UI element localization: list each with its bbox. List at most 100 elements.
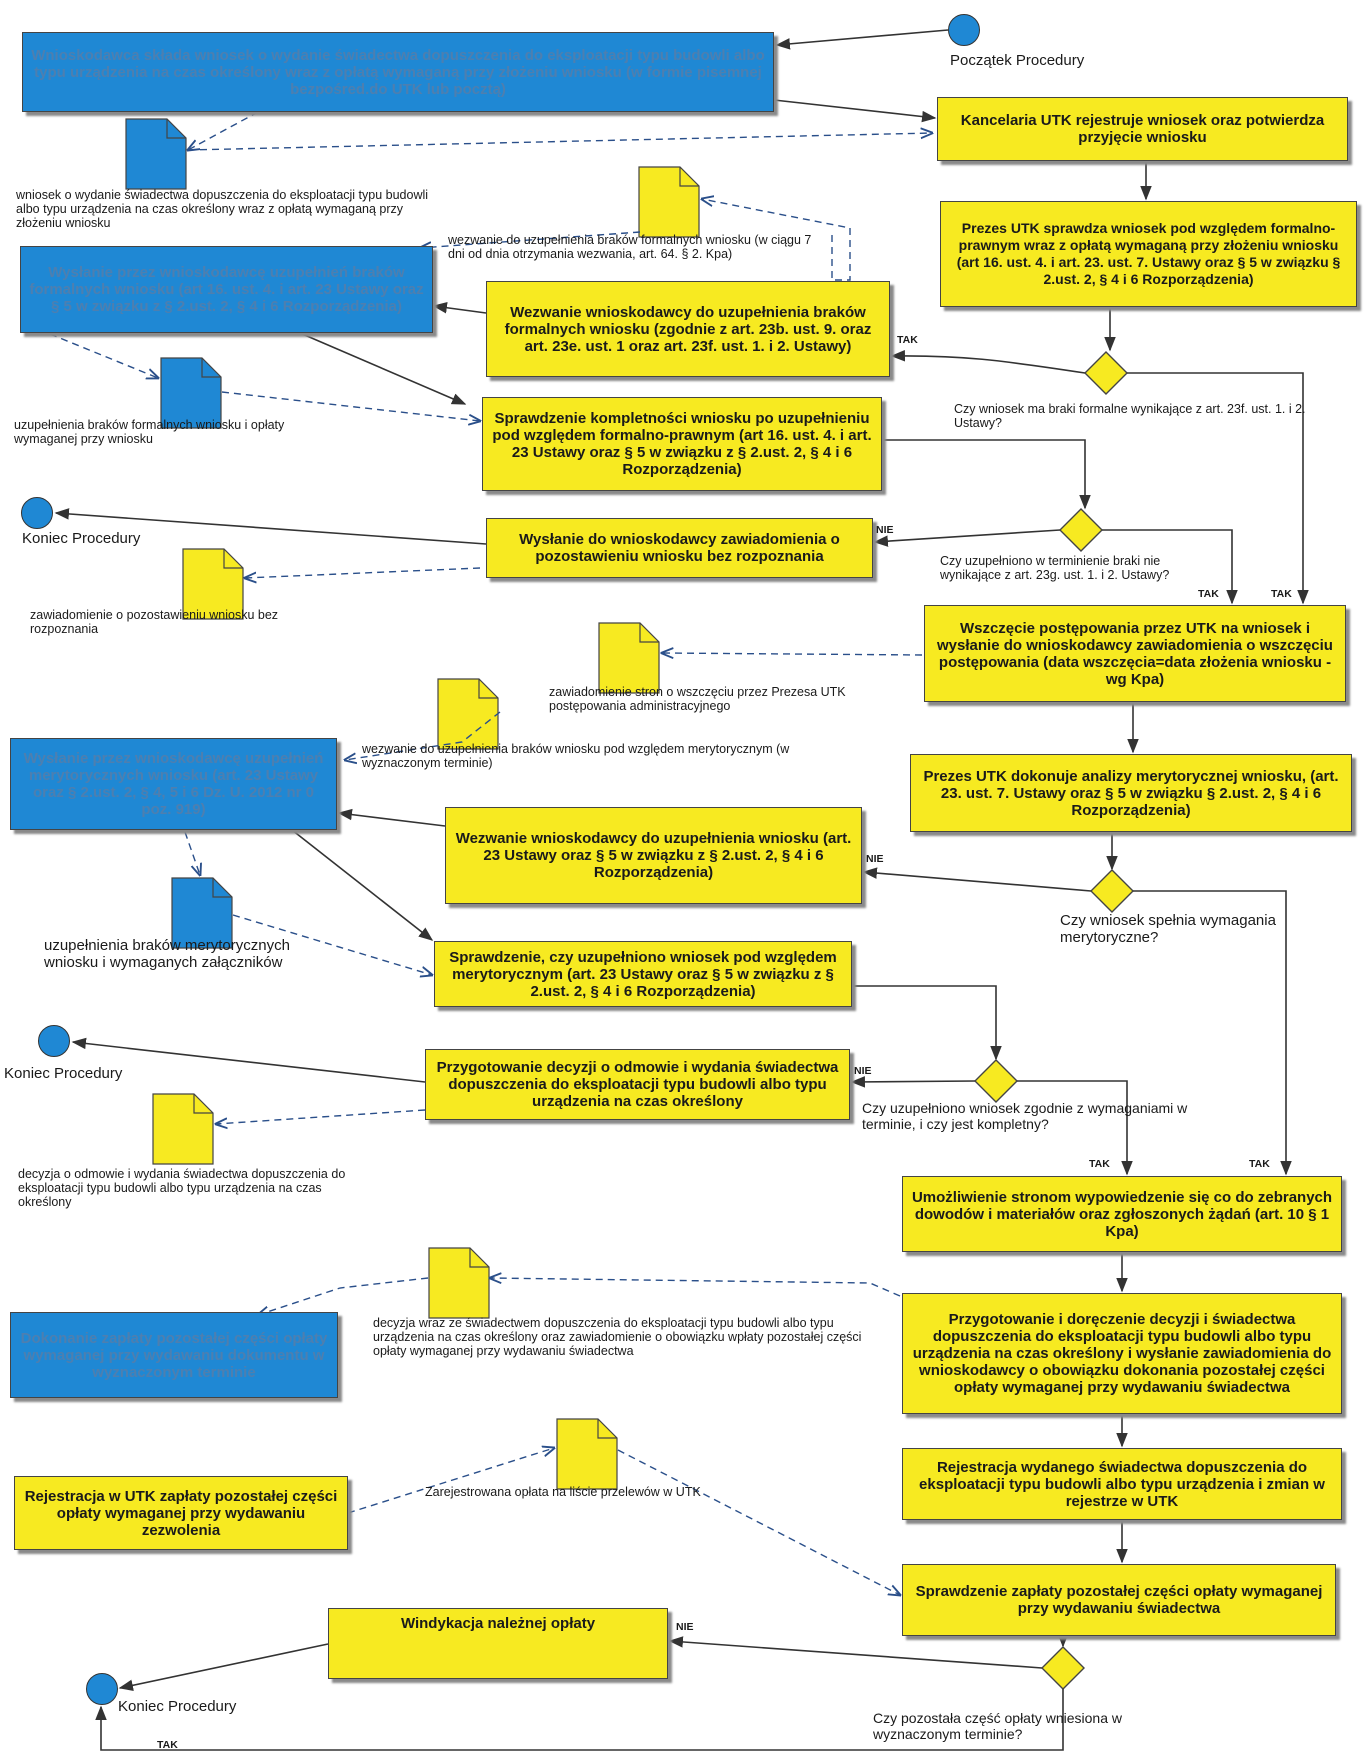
decision-text-supplemented-in-time: Czy uzupełniono w terminienie braki nie … xyxy=(940,554,1170,582)
document-flow-arrow xyxy=(188,111,259,150)
document-flow-arrow xyxy=(49,333,158,378)
decision-diamond xyxy=(1084,351,1128,395)
process-debt-collection: Windykacja należnej opłaty xyxy=(328,1608,668,1679)
process-formal-check: Prezes UTK sprawdza wniosek pod względem… xyxy=(940,201,1357,307)
process-call-supplement: Wezwanie wnioskodawcy do uzupełnienia wn… xyxy=(445,807,862,904)
flow-arrow xyxy=(1133,890,1292,1176)
document-flow-arrow xyxy=(221,391,480,421)
document-flow-arrow xyxy=(184,831,200,875)
flow-arrow xyxy=(852,985,1002,1061)
process-send-substantive-supplements: Wysłanie przez wnioskodawcę uzupełnień m… xyxy=(10,738,337,830)
start-label: Początek Procedury xyxy=(950,52,1085,69)
flow-arrow xyxy=(71,1037,426,1083)
edge-label-nie: NIE xyxy=(876,524,894,536)
document-flow-arrow xyxy=(345,711,501,760)
document-flow-arrow xyxy=(420,231,641,248)
document-icon xyxy=(437,678,499,750)
process-check-completeness: Sprawdzenie kompletności wniosku po uzup… xyxy=(482,397,882,491)
edge-label-tak: TAK xyxy=(157,1739,178,1751)
start-node xyxy=(948,14,980,46)
document-flow-arrow xyxy=(216,1109,426,1124)
doc-label-substantive-call: wezwanie do uzupełnienia braków wniosku … xyxy=(362,742,790,770)
doc-label-decision: decyzja wraz ze świadectwem dopuszczenia… xyxy=(373,1316,862,1358)
flow-arrow xyxy=(118,1643,329,1691)
decision-diamond xyxy=(1041,1646,1085,1690)
flow-arrow xyxy=(1102,529,1238,605)
decision-text-payment: Czy pozostała część opłaty wniesiona w w… xyxy=(873,1710,1123,1742)
process-check-supplement: Sprawdzenie, czy uzupełniono wniosek pod… xyxy=(434,941,852,1007)
doc-label-payment-list: Zarejestrowana opłata na liście przelewó… xyxy=(425,1485,701,1499)
document-flow-arrow xyxy=(245,567,481,578)
flow-arrow xyxy=(337,808,446,827)
document-icon xyxy=(428,1247,490,1319)
doc-label-initiation: zawiadomienie stron o wszczęciu przez Pr… xyxy=(549,685,846,713)
decision-diamond xyxy=(974,1059,1018,1103)
process-register-certificate: Rejestracja wydanego świadectwa dopuszcz… xyxy=(902,1448,1342,1520)
document-flow-arrow xyxy=(617,1449,900,1595)
decision-diamond xyxy=(1059,508,1103,552)
process-submit-application: Wnioskodawca składa wniosek o wydanie św… xyxy=(22,32,774,112)
document-flow-arrow xyxy=(187,133,932,151)
flow-arrow xyxy=(95,1689,1064,1751)
flow-arrow xyxy=(882,439,1091,510)
process-register-payment: Rejestracja w UTK zapłaty pozostałej czę… xyxy=(14,1476,348,1550)
flow-arrow xyxy=(850,1076,976,1088)
doc-label-substantive-supplements: uzupełnienia braków merytorycznych wnios… xyxy=(44,937,290,971)
decision-text-substantive: Czy wniosek spełnia wymagania merytorycz… xyxy=(1060,912,1276,946)
process-register-application: Kancelaria UTK rejestruje wniosek oraz p… xyxy=(937,97,1348,161)
decision-text-formal-defects: Czy wniosek ma braki formalne wynikające… xyxy=(954,402,1306,430)
flow-arrow xyxy=(890,350,1086,374)
edge-label-tak: TAK xyxy=(1198,588,1219,600)
edge-label-tak: TAK xyxy=(1271,588,1292,600)
doc-label-refusal: decyzja o odmowie i wydania świadectwa d… xyxy=(18,1167,346,1209)
flow-arrow xyxy=(291,829,434,941)
document-icon xyxy=(152,1093,214,1165)
doc-label-no-review: zawiadomienie o pozostawieniu wniosku be… xyxy=(30,608,279,636)
decision-text-complete: Czy uzupełniono wniosek zgodnie z wymaga… xyxy=(862,1100,1188,1132)
end-label-2: Koniec Procedury xyxy=(4,1065,123,1082)
process-check-payment: Sprawdzenie zapłaty pozostałej części op… xyxy=(902,1564,1336,1636)
end-node-2 xyxy=(38,1025,70,1057)
process-refusal-decision: Przygotowanie decyzji o odmowie i wydani… xyxy=(425,1049,850,1120)
end-label-1: Koniec Procedury xyxy=(22,530,141,547)
document-icon xyxy=(598,622,660,694)
edge-label-nie: NIE xyxy=(854,1065,872,1077)
flow-arrow xyxy=(1017,1080,1133,1176)
edge-label-tak: TAK xyxy=(1089,1158,1110,1170)
edge-label-tak: TAK xyxy=(1249,1158,1270,1170)
document-icon xyxy=(125,118,187,190)
document-flow-arrow xyxy=(662,653,923,655)
edge-label-nie: NIE xyxy=(676,1621,694,1633)
edge-label-nie: NIE xyxy=(866,853,884,865)
edge-label-tak: TAK xyxy=(897,334,918,346)
process-substantive-analysis: Prezes UTK dokonuje analizy merytoryczne… xyxy=(910,754,1352,832)
document-flow-arrow xyxy=(232,914,432,975)
process-send-formal-supplements: Wysłanie przez wnioskodawcę uzupełnień b… xyxy=(20,246,433,333)
doc-label-formal-supplements: uzupełnienia braków formalnych wniosku i… xyxy=(14,418,285,446)
process-notify-no-review: Wysłanie do wnioskodawcy zawiadomienia o… xyxy=(486,518,873,578)
flow-arrow xyxy=(299,332,467,405)
end-node-1 xyxy=(21,497,53,529)
flow-arrow xyxy=(775,29,949,50)
decision-diamond xyxy=(1090,869,1134,913)
doc-label-application: wniosek o wydanie świadectwa dopuszczeni… xyxy=(16,188,429,230)
process-parties-statement: Umożliwienie stronom wypowiedzenie się c… xyxy=(902,1176,1342,1252)
process-call-formal-supplement: Wezwanie wnioskodawcy do uzupełnienia br… xyxy=(486,281,890,377)
document-icon xyxy=(556,1418,618,1490)
flow-arrow xyxy=(54,508,487,545)
document-icon xyxy=(638,166,700,238)
document-flow-arrow xyxy=(702,199,851,281)
doc-label-formal-call: wezwanie do uzupełnienia braków formalny… xyxy=(448,233,812,261)
process-pay-remaining-fee: Dokonanie zapłaty pozostałej części opła… xyxy=(10,1312,338,1398)
flow-arrow xyxy=(862,867,1092,892)
process-initiate-proceedings: Wszczęcie postępowania przez UTK na wnio… xyxy=(924,605,1346,702)
document-flow-arrow xyxy=(347,1448,554,1514)
flow-arrow xyxy=(432,302,487,314)
end-node-3 xyxy=(86,1673,118,1705)
flow-arrow xyxy=(773,99,937,123)
document-flow-arrow xyxy=(258,1277,429,1315)
flow-arrow xyxy=(668,1636,1043,1669)
flow-arrow xyxy=(1127,372,1309,605)
